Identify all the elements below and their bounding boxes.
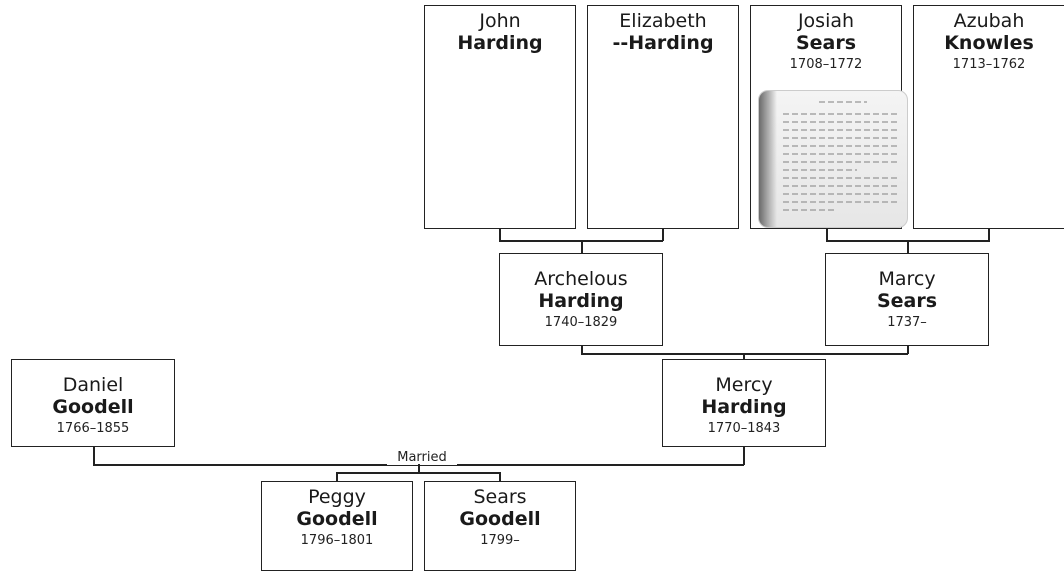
surname: Harding bbox=[701, 396, 787, 418]
person-card-azubah-knowles[interactable]: Azubah Knowles 1713–1762 bbox=[913, 5, 1064, 229]
given-name: Elizabeth bbox=[619, 10, 707, 32]
person-card-elizabeth-harding[interactable]: Elizabeth --Harding bbox=[587, 5, 739, 229]
person-card-daniel-goodell[interactable]: Daniel Goodell 1766–1855 bbox=[11, 359, 175, 447]
surname: Goodell bbox=[459, 508, 541, 530]
given-name: Josiah bbox=[797, 10, 855, 32]
connector-line bbox=[662, 228, 664, 241]
connector-line bbox=[418, 464, 420, 473]
surname: Sears bbox=[876, 290, 938, 312]
connector-line bbox=[743, 446, 745, 465]
connector-line bbox=[988, 228, 990, 241]
connector-line bbox=[581, 240, 583, 254]
life-dates: 1708–1772 bbox=[789, 57, 863, 72]
life-dates: 1796–1801 bbox=[300, 533, 374, 548]
given-name: Azubah bbox=[953, 10, 1025, 32]
connector-line bbox=[499, 472, 501, 482]
connector-line bbox=[581, 345, 583, 354]
person-card-john-harding[interactable]: John Harding bbox=[424, 5, 576, 229]
person-card-archelous-harding[interactable]: Archelous Harding 1740–1829 bbox=[499, 253, 663, 346]
connector-line bbox=[336, 472, 501, 474]
life-dates: 1713–1762 bbox=[952, 57, 1026, 72]
connector-line bbox=[581, 353, 908, 355]
connector-line bbox=[907, 240, 909, 254]
surname: --Harding bbox=[612, 32, 714, 54]
life-dates: 1799– bbox=[480, 533, 520, 548]
connector-line bbox=[907, 345, 909, 354]
married-label: Married bbox=[387, 450, 457, 465]
given-name: Mercy bbox=[715, 374, 773, 396]
person-card-mercy-harding[interactable]: Mercy Harding 1770–1843 bbox=[662, 359, 826, 447]
connector-line bbox=[826, 228, 828, 241]
life-dates: 1740–1829 bbox=[544, 315, 618, 330]
surname: Harding bbox=[538, 290, 624, 312]
given-name: Peggy bbox=[308, 486, 366, 508]
life-dates: 1737– bbox=[887, 315, 927, 330]
life-dates: 1770–1843 bbox=[707, 421, 781, 436]
given-name: Archelous bbox=[534, 268, 628, 290]
surname: Harding bbox=[457, 32, 543, 54]
life-dates: 1766–1855 bbox=[56, 421, 130, 436]
surname: Sears bbox=[795, 32, 857, 54]
given-name: Marcy bbox=[878, 268, 936, 290]
connector-line bbox=[93, 446, 95, 465]
connector-line bbox=[743, 353, 745, 360]
connector-line bbox=[336, 472, 338, 482]
given-name: John bbox=[479, 10, 521, 32]
surname: Goodell bbox=[296, 508, 378, 530]
person-card-peggy-goodell[interactable]: Peggy Goodell 1796–1801 bbox=[261, 481, 413, 571]
surname: Goodell bbox=[52, 396, 134, 418]
connector-line bbox=[499, 228, 501, 241]
given-name: Sears bbox=[473, 486, 527, 508]
person-card-sears-goodell[interactable]: Sears Goodell 1799– bbox=[424, 481, 576, 571]
surname: Knowles bbox=[944, 32, 1034, 54]
person-card-josiah-sears[interactable]: Josiah Sears 1708–1772 bbox=[750, 5, 908, 229]
person-card-marcy-sears[interactable]: Marcy Sears 1737– bbox=[825, 253, 989, 346]
document-photo[interactable] bbox=[758, 90, 908, 228]
given-name: Daniel bbox=[62, 374, 124, 396]
